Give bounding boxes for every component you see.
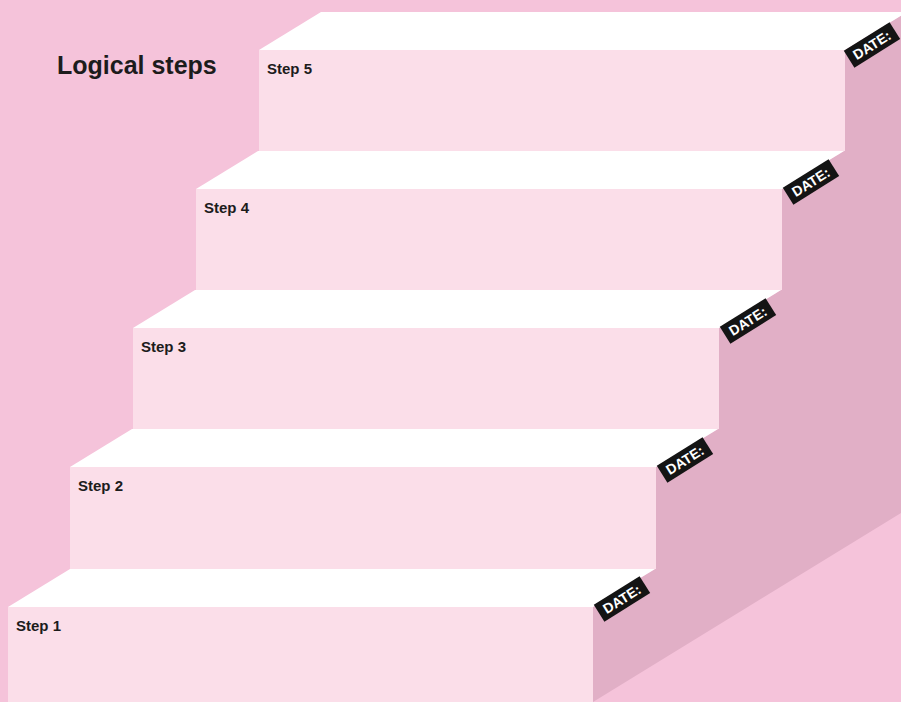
stair-top-face (8, 569, 655, 607)
step-block: Step 5 (259, 50, 845, 151)
date-tag: DATE: (844, 22, 900, 67)
date-tag: DATE: (657, 437, 713, 482)
step-label: Step 2 (78, 477, 123, 495)
date-tag: DATE: (783, 159, 839, 204)
step-block: Step 4 (196, 189, 782, 290)
step-block: Step 3 (133, 328, 719, 429)
diagram-title: Logical steps (57, 50, 217, 80)
step-block: Step 2 (70, 467, 656, 569)
date-tag: DATE: (720, 298, 776, 343)
stair-top-face (259, 12, 901, 50)
step-label: Step 1 (16, 617, 61, 635)
step-label: Step 3 (141, 338, 186, 356)
date-tag: DATE: (594, 576, 650, 621)
step-label: Step 5 (267, 60, 312, 78)
step-block: Step 1 (8, 607, 593, 702)
stair-top-face (133, 290, 781, 328)
stair-top-face (196, 151, 844, 189)
step-label: Step 4 (204, 199, 249, 217)
stair-top-face (70, 429, 718, 467)
